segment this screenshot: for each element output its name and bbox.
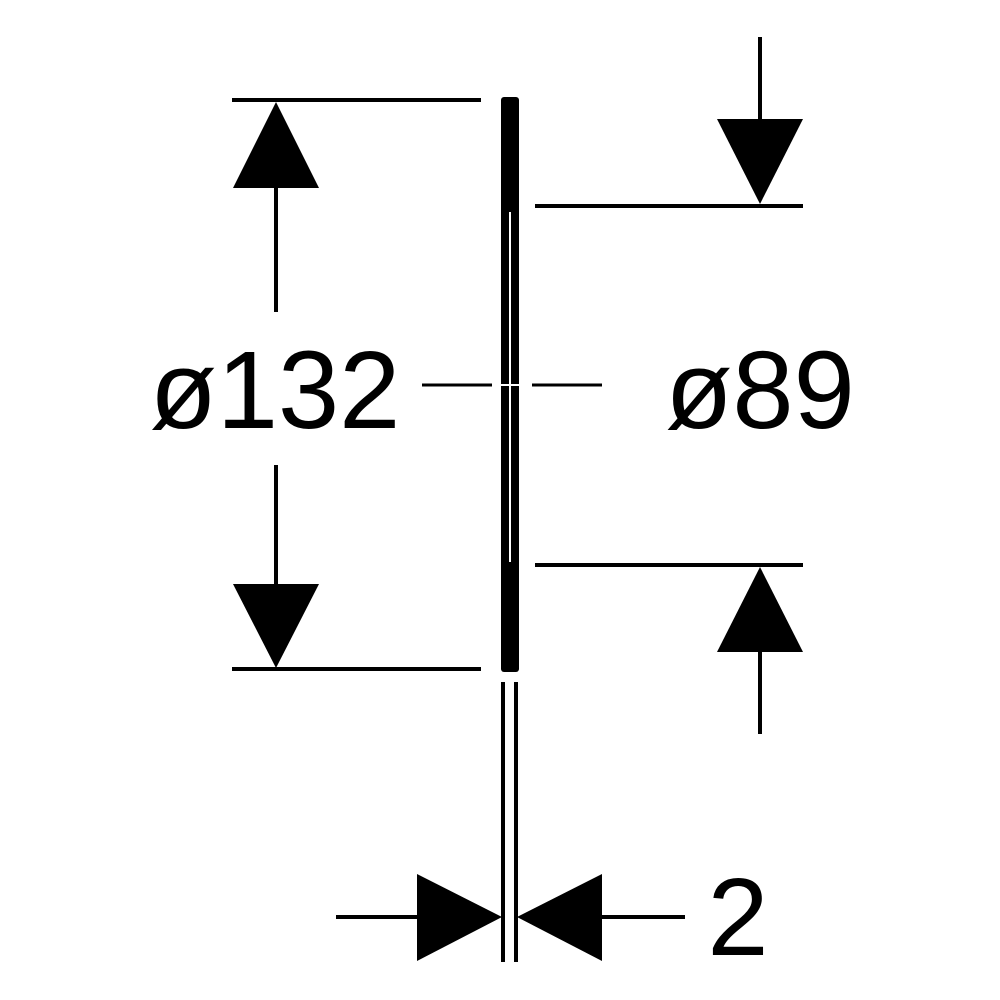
outer-diameter-dimension: ø132 bbox=[150, 98, 481, 671]
thickness-arrow-right-icon bbox=[417, 874, 502, 961]
inner-arrow-up-icon bbox=[717, 567, 803, 652]
outer-arrow-down-icon bbox=[233, 584, 319, 668]
thickness-extension-lines bbox=[501, 682, 518, 962]
outer-diameter-label: ø132 bbox=[150, 329, 401, 452]
inner-diameter-label: ø89 bbox=[665, 329, 855, 452]
part-profile bbox=[501, 97, 519, 672]
inner-arrow-down-icon bbox=[717, 119, 803, 204]
outer-arrow-up-icon bbox=[233, 102, 319, 188]
thickness-arrow-left-icon bbox=[517, 874, 602, 961]
thickness-dimension: 2 bbox=[336, 856, 769, 979]
inner-diameter-dimension: ø89 bbox=[535, 37, 855, 734]
thickness-label: 2 bbox=[707, 856, 768, 979]
